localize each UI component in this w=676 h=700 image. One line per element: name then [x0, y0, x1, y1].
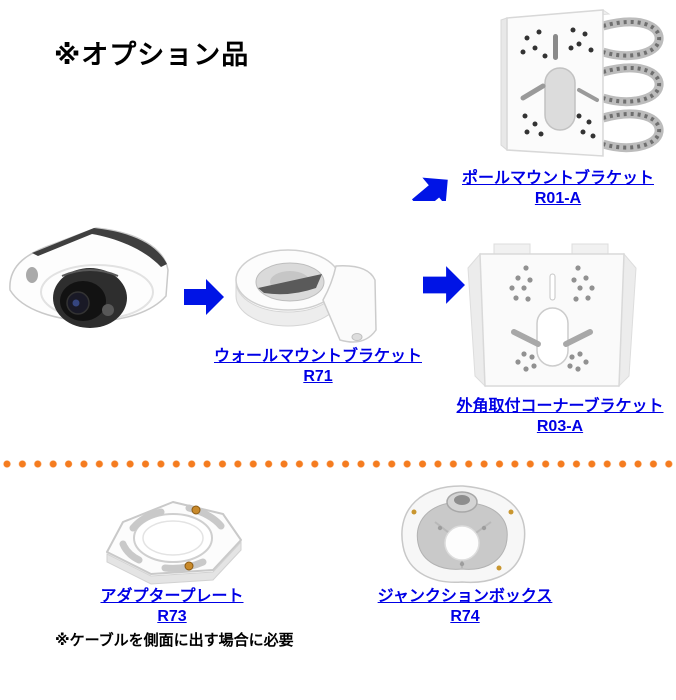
arrow-right-to-corner-bracket — [423, 264, 465, 306]
junction-box-icon — [401, 485, 526, 584]
junction-box-link[interactable]: ジャンクションボックス — [377, 588, 553, 605]
adapter-plate-link[interactable]: アダプタープレート — [100, 588, 244, 605]
page-title: ※オプション品 — [54, 40, 250, 70]
wall-mount-bracket-icon — [235, 249, 377, 343]
wall-mount-label-block: ウォールマウントブラケット R71 — [198, 347, 438, 387]
pole-mount-bracket-image — [487, 4, 665, 166]
adapter-plate-label-block: アダプタープレート R73 — [62, 587, 282, 627]
junction-box-model-link[interactable]: R74 — [450, 608, 480, 625]
pole-mount-link[interactable]: ポールマウントブラケット — [461, 170, 654, 187]
adapter-plate-image — [93, 492, 248, 587]
dome-camera-icon — [9, 227, 169, 328]
corner-bracket-image — [466, 236, 638, 396]
junction-box-image — [383, 480, 543, 588]
dotted-divider — [0, 459, 676, 469]
junction-box-label-block: ジャンクションボックス R74 — [355, 587, 575, 627]
wall-mount-bracket-image — [228, 238, 386, 350]
adapter-plate-icon — [106, 501, 242, 585]
pole-mount-label-block: ポールマウントブラケット R01-A — [438, 169, 676, 209]
corner-bracket-link[interactable]: 外角取付コーナーブラケット — [456, 398, 664, 415]
pole-mount-model-link[interactable]: R01-A — [534, 190, 582, 207]
cable-side-note: ※ケーブルを側面に出す場合に必要 — [55, 632, 294, 649]
arrow-right-to-wall-bracket — [184, 277, 224, 317]
wall-mount-link[interactable]: ウォールマウントブラケット — [213, 348, 422, 365]
corner-bracket-icon — [467, 243, 637, 388]
corner-bracket-model-link[interactable]: R03-A — [536, 418, 584, 435]
dome-camera-image — [2, 212, 177, 347]
pole-mount-bracket-icon — [500, 9, 664, 157]
corner-bracket-label-block: 外角取付コーナーブラケット R03-A — [440, 397, 676, 437]
adapter-plate-model-link[interactable]: R73 — [157, 608, 187, 625]
wall-mount-model-link[interactable]: R71 — [303, 368, 333, 385]
arrow-up-right-icon — [411, 177, 448, 201]
arrow-right-icon — [184, 279, 224, 315]
arrow-diagonal-to-pole-bracket — [400, 147, 452, 201]
arrow-right-icon — [423, 266, 465, 304]
